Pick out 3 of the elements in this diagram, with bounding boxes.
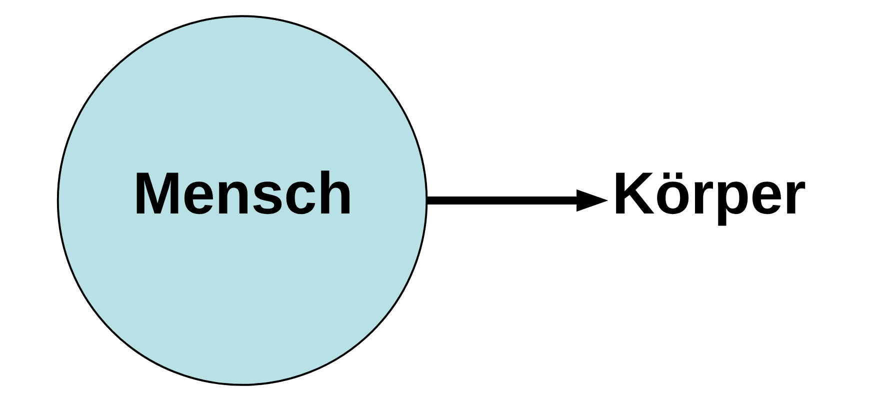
node-text: Körper xyxy=(612,159,806,226)
arrow xyxy=(426,189,608,212)
node-circle: Mensch xyxy=(56,15,428,386)
